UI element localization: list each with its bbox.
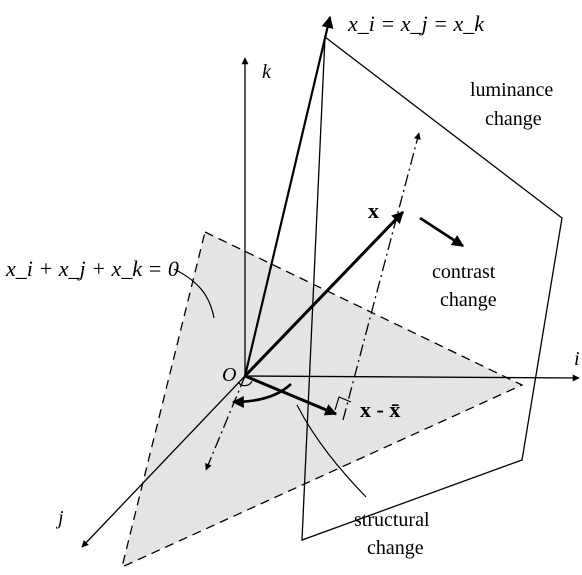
- origin-label: O: [222, 364, 236, 386]
- origin-angle-arc: [237, 380, 253, 387]
- luminance-plane: [301, 35, 563, 541]
- structural-change-arc: [231, 383, 292, 408]
- vector-x: [243, 210, 405, 378]
- contrast-label-line1: contrast: [432, 261, 496, 283]
- axis-j-label: j: [55, 507, 64, 529]
- structural-label-line2: change: [367, 537, 424, 559]
- axis-i-label: i: [574, 348, 580, 370]
- axis-k-label: k: [262, 61, 272, 83]
- axis-j: [81, 375, 246, 548]
- diagonal-axis-label: x_i = x_j = x_k: [347, 11, 485, 36]
- contrast-arrow: [419, 216, 465, 248]
- vector-x-minus-mean-label: x - x̄: [360, 397, 400, 422]
- vector-x-label: x: [368, 198, 379, 223]
- vector-x-minus-mean: [244, 374, 338, 416]
- structural-label-line1: structural: [354, 509, 430, 531]
- plane-equation-label: x_i + x_j + x_k = 0: [5, 256, 179, 281]
- right-angle-marker: [334, 396, 352, 411]
- contrast-label-line2: change: [440, 289, 497, 311]
- zero-sum-plane: [121, 231, 524, 569]
- axis-i: [244, 374, 580, 382]
- plane-equation-leader: [173, 268, 215, 319]
- luminance-label-line1: luminance: [470, 79, 553, 101]
- diagonal-axis: [243, 15, 334, 377]
- luminance-label-line2: change: [485, 108, 542, 130]
- luminance-direction-line: [342, 132, 421, 421]
- structural-direction-line: [205, 375, 246, 471]
- structural-leader: [296, 404, 367, 498]
